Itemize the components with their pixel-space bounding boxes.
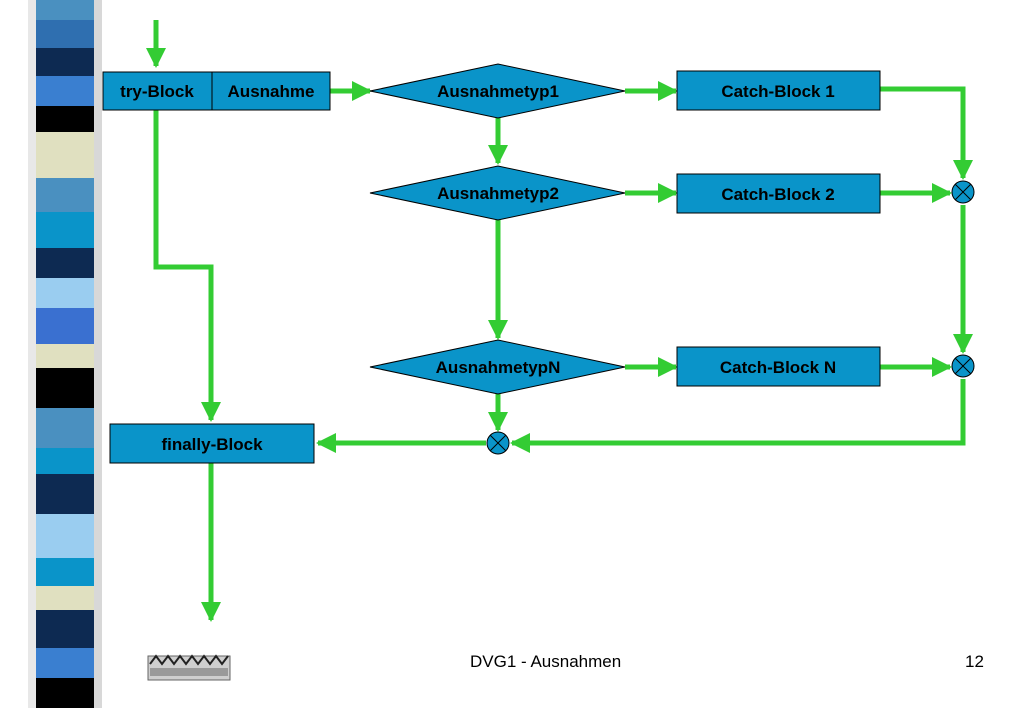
merge-junction-2-icon: [951, 180, 975, 204]
connectors: [146, 20, 973, 622]
exception-node: Ausnahme: [211, 71, 331, 111]
page-number: 12: [965, 652, 984, 671]
decision-type1-label: Ausnahmetyp1: [437, 82, 559, 101]
institute-logo-icon: [147, 654, 231, 681]
decision-typeN-label: AusnahmetypN: [436, 358, 561, 377]
finally-block-label: finally-Block: [161, 435, 263, 454]
catch-block-2: Catch-Block 2: [676, 173, 881, 214]
decorative-sidebar: [28, 0, 102, 708]
catch-block-n: Catch-Block N: [676, 346, 881, 387]
exception-label: Ausnahme: [228, 82, 315, 101]
catch1-to-merge-arrow: [880, 86, 973, 180]
decision-type2-label: Ausnahmetyp2: [437, 184, 559, 203]
catch-block-1-label: Catch-Block 1: [721, 82, 834, 101]
footer-title: DVG1 - Ausnahmen: [470, 652, 622, 671]
decision-type2: Ausnahmetyp2: [369, 165, 626, 221]
finally-block-node: finally-Block: [109, 423, 315, 464]
merge-junction-n-icon: [951, 354, 975, 378]
try-block-node: try-Block: [102, 71, 213, 111]
try-block-label: try-Block: [120, 82, 194, 101]
decision-type1: Ausnahmetyp1: [369, 63, 626, 119]
catch-block-1: Catch-Block 1: [676, 70, 881, 111]
merge-junction-bottom-icon: [486, 431, 510, 455]
try-to-finally-arrow: [153, 110, 221, 422]
mergeN-to-merge-bottom-arrow: [510, 379, 966, 453]
catch-block-n-label: Catch-Block N: [720, 358, 836, 377]
decision-typeN: AusnahmetypN: [369, 339, 626, 395]
catch-block-2-label: Catch-Block 2: [721, 185, 834, 204]
